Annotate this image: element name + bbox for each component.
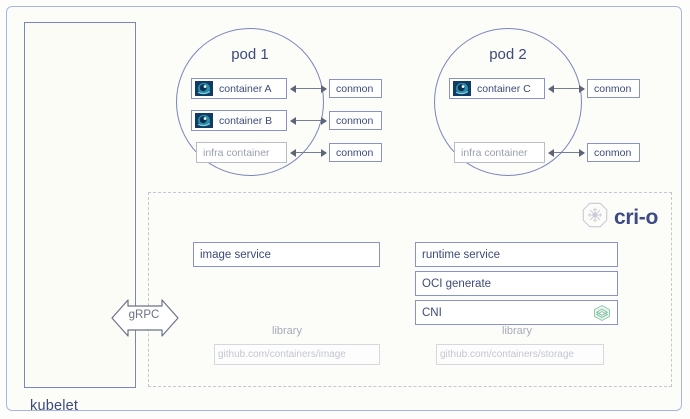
pod-2-infra-container-label: infra container (461, 146, 528, 159)
container-icon (453, 81, 471, 96)
pod-2-title: pod 2 (489, 46, 527, 63)
pod-1-container-b-label: container B (219, 114, 273, 127)
oci-generate-label: OCI generate (422, 277, 492, 290)
pod-1-conmon-infra-label: conmon (336, 146, 374, 159)
pod-1-arrow-infra-head-left (290, 148, 296, 157)
crio-octagon-logo-icon (582, 202, 608, 233)
cni-logo-icon (592, 304, 612, 322)
kubelet-box (24, 22, 136, 388)
crio-brand: cri-o (582, 202, 658, 233)
library-image-box: github.com/containers/image (214, 344, 380, 365)
pod-2-circle (434, 28, 582, 176)
pod-1-arrow-b-head-right (321, 116, 327, 125)
pod-1-container-a-label: container A (219, 82, 272, 95)
pod-2-arrow-c-line (550, 88, 584, 89)
grpc-label: gRPC (128, 309, 160, 321)
pod-1-arrow-b-head-left (290, 116, 296, 125)
pod-2-container-c-label: container C (477, 82, 531, 95)
pod-2-conmon-c[interactable]: conmon (587, 79, 640, 98)
pod-1-conmon-infra[interactable]: conmon (329, 143, 382, 162)
pod-1-infra-container-label: infra container (203, 146, 270, 159)
pod-1-container-b[interactable]: container B (191, 110, 287, 131)
library-image-label: github.com/containers/image (218, 349, 346, 360)
library-caption-image: library (272, 325, 302, 337)
pod-1-conmon-a[interactable]: conmon (329, 79, 382, 98)
pod-2-conmon-c-label: conmon (594, 82, 632, 95)
pod-1-infra-container[interactable]: infra container (196, 142, 287, 163)
pod-2-conmon-infra-label: conmon (594, 146, 632, 159)
pod-2-container-c[interactable]: container C (449, 78, 545, 99)
pod-2-arrow-infra-head-left (548, 148, 554, 157)
runtime-service-box[interactable]: runtime service (415, 242, 618, 267)
pod-2-arrow-c-head-left (548, 84, 554, 93)
pod-1-container-a[interactable]: container A (191, 78, 287, 99)
image-service-label: image service (200, 248, 271, 261)
pod-1-arrow-b-line (292, 120, 326, 121)
pod-2-arrow-infra-line (550, 152, 584, 153)
runtime-service-label: runtime service (422, 248, 500, 261)
oci-generate-box[interactable]: OCI generate (415, 271, 618, 296)
library-storage-box: github.com/containers/storage (436, 344, 604, 365)
cni-box[interactable]: CNI (415, 300, 618, 325)
pod-1-circle (176, 28, 324, 176)
crio-wordmark: cri-o (614, 205, 659, 229)
pod-1-conmon-b-label: conmon (336, 114, 374, 127)
library-caption-storage: library (502, 325, 532, 337)
pod-1-conmon-a-label: conmon (336, 82, 374, 95)
pod-2-conmon-infra[interactable]: conmon (587, 143, 640, 162)
pod-1-conmon-b[interactable]: conmon (329, 111, 382, 130)
image-service-box[interactable]: image service (193, 242, 380, 267)
pod-1-arrow-infra-line (292, 152, 326, 153)
grpc-arrow-icon (110, 298, 180, 343)
crio-region (148, 192, 672, 387)
container-icon (195, 81, 213, 96)
pod-1-arrow-a-head-left (290, 84, 296, 93)
cni-label: CNI (422, 306, 442, 319)
library-storage-label: github.com/containers/storage (440, 349, 574, 360)
container-icon (195, 113, 213, 128)
pod-1-title: pod 1 (231, 46, 269, 63)
pod-1-arrow-infra-head-right (321, 148, 327, 157)
pod-2-arrow-c-head-right (579, 84, 585, 93)
pod-2-arrow-infra-head-right (579, 148, 585, 157)
pod-1-arrow-a-line (292, 88, 326, 89)
pod-2-infra-container[interactable]: infra container (454, 142, 545, 163)
pod-1-arrow-a-head-right (321, 84, 327, 93)
kubelet-label: kubelet (30, 398, 79, 414)
